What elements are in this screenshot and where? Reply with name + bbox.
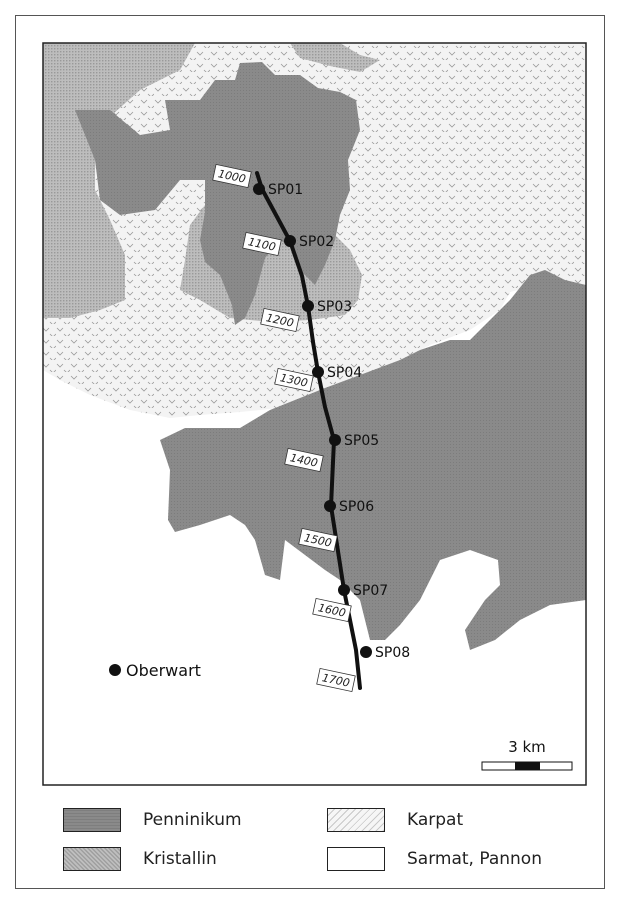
km-marker: 1700 [316,667,356,693]
km-marker-box [316,667,356,693]
scale-bar: 3 km [481,738,573,771]
shot-point-marker [284,235,296,247]
shot-point-label: SP04 [327,365,362,381]
map-area [43,43,586,785]
shot-point-label: SP06 [339,499,374,515]
legend-swatch-sarmat [327,847,385,871]
km-marker-box [242,231,282,257]
shot-point-label: SP07 [353,583,388,599]
legend-label: Kristallin [143,849,217,869]
shot-point-label: SP08 [375,645,410,661]
shot-point-marker [312,366,324,378]
km-marker-box [312,597,352,623]
scale-bar-label: 3 km [508,738,546,756]
shot-point-marker [338,584,350,596]
kristallin-area-north [290,43,380,72]
legend-item-karpat: Karpat [327,808,463,832]
km-marker-label: 1200 [265,311,295,330]
legend-item-penninikum: Penninikum [63,808,242,832]
km-marker-label: 1600 [317,601,347,620]
km-marker: 1600 [312,597,352,623]
km-marker-label: 1400 [289,451,319,470]
shot-point-marker [253,183,265,195]
town-marker [109,664,121,676]
shot-point-label: SP03 [317,299,352,315]
km-marker-label: 1500 [303,531,333,550]
legend-swatch-karpat [327,808,385,832]
km-marker: 1500 [298,527,338,553]
km-marker: 1400 [284,447,324,473]
legend-swatch-kristallin [63,847,121,871]
shot-point-marker [302,300,314,312]
km-marker: 1000 [212,163,252,189]
shot-point-marker [360,646,372,658]
map-border [42,42,587,786]
km-marker-label: 1000 [217,167,247,186]
shot-point-marker [329,434,341,446]
legend-label: Sarmat, Pannon [407,849,542,869]
legend-item-sarmat: Sarmat, Pannon [327,847,542,871]
legend-item-kristallin: Kristallin [63,847,217,871]
legend-label: Karpat [407,810,464,830]
penninikum-area-north [75,62,360,325]
km-marker-box [298,527,338,553]
legend-label: Penninikum [143,810,242,830]
km-marker: 1300 [274,367,314,393]
scale-bar-segment [515,762,540,770]
km-marker-label: 1300 [279,371,309,390]
km-marker: 1200 [260,307,300,333]
town-label: Oberwart [126,661,201,680]
km-marker-label: 1100 [247,235,277,254]
shot-point-label: SP05 [344,433,379,449]
km-marker-label: 1700 [321,671,351,690]
shot-point-marker [324,500,336,512]
penninikum-area-south [160,270,586,650]
km-marker-box [284,447,324,473]
km-marker-box [260,307,300,333]
legend-swatch-penninikum [63,808,121,832]
shot-point-label: SP01 [268,182,303,198]
km-marker-box [212,163,252,189]
km-marker: 1100 [242,231,282,257]
shot-point-label: SP02 [299,234,334,250]
km-marker-box [274,367,314,393]
